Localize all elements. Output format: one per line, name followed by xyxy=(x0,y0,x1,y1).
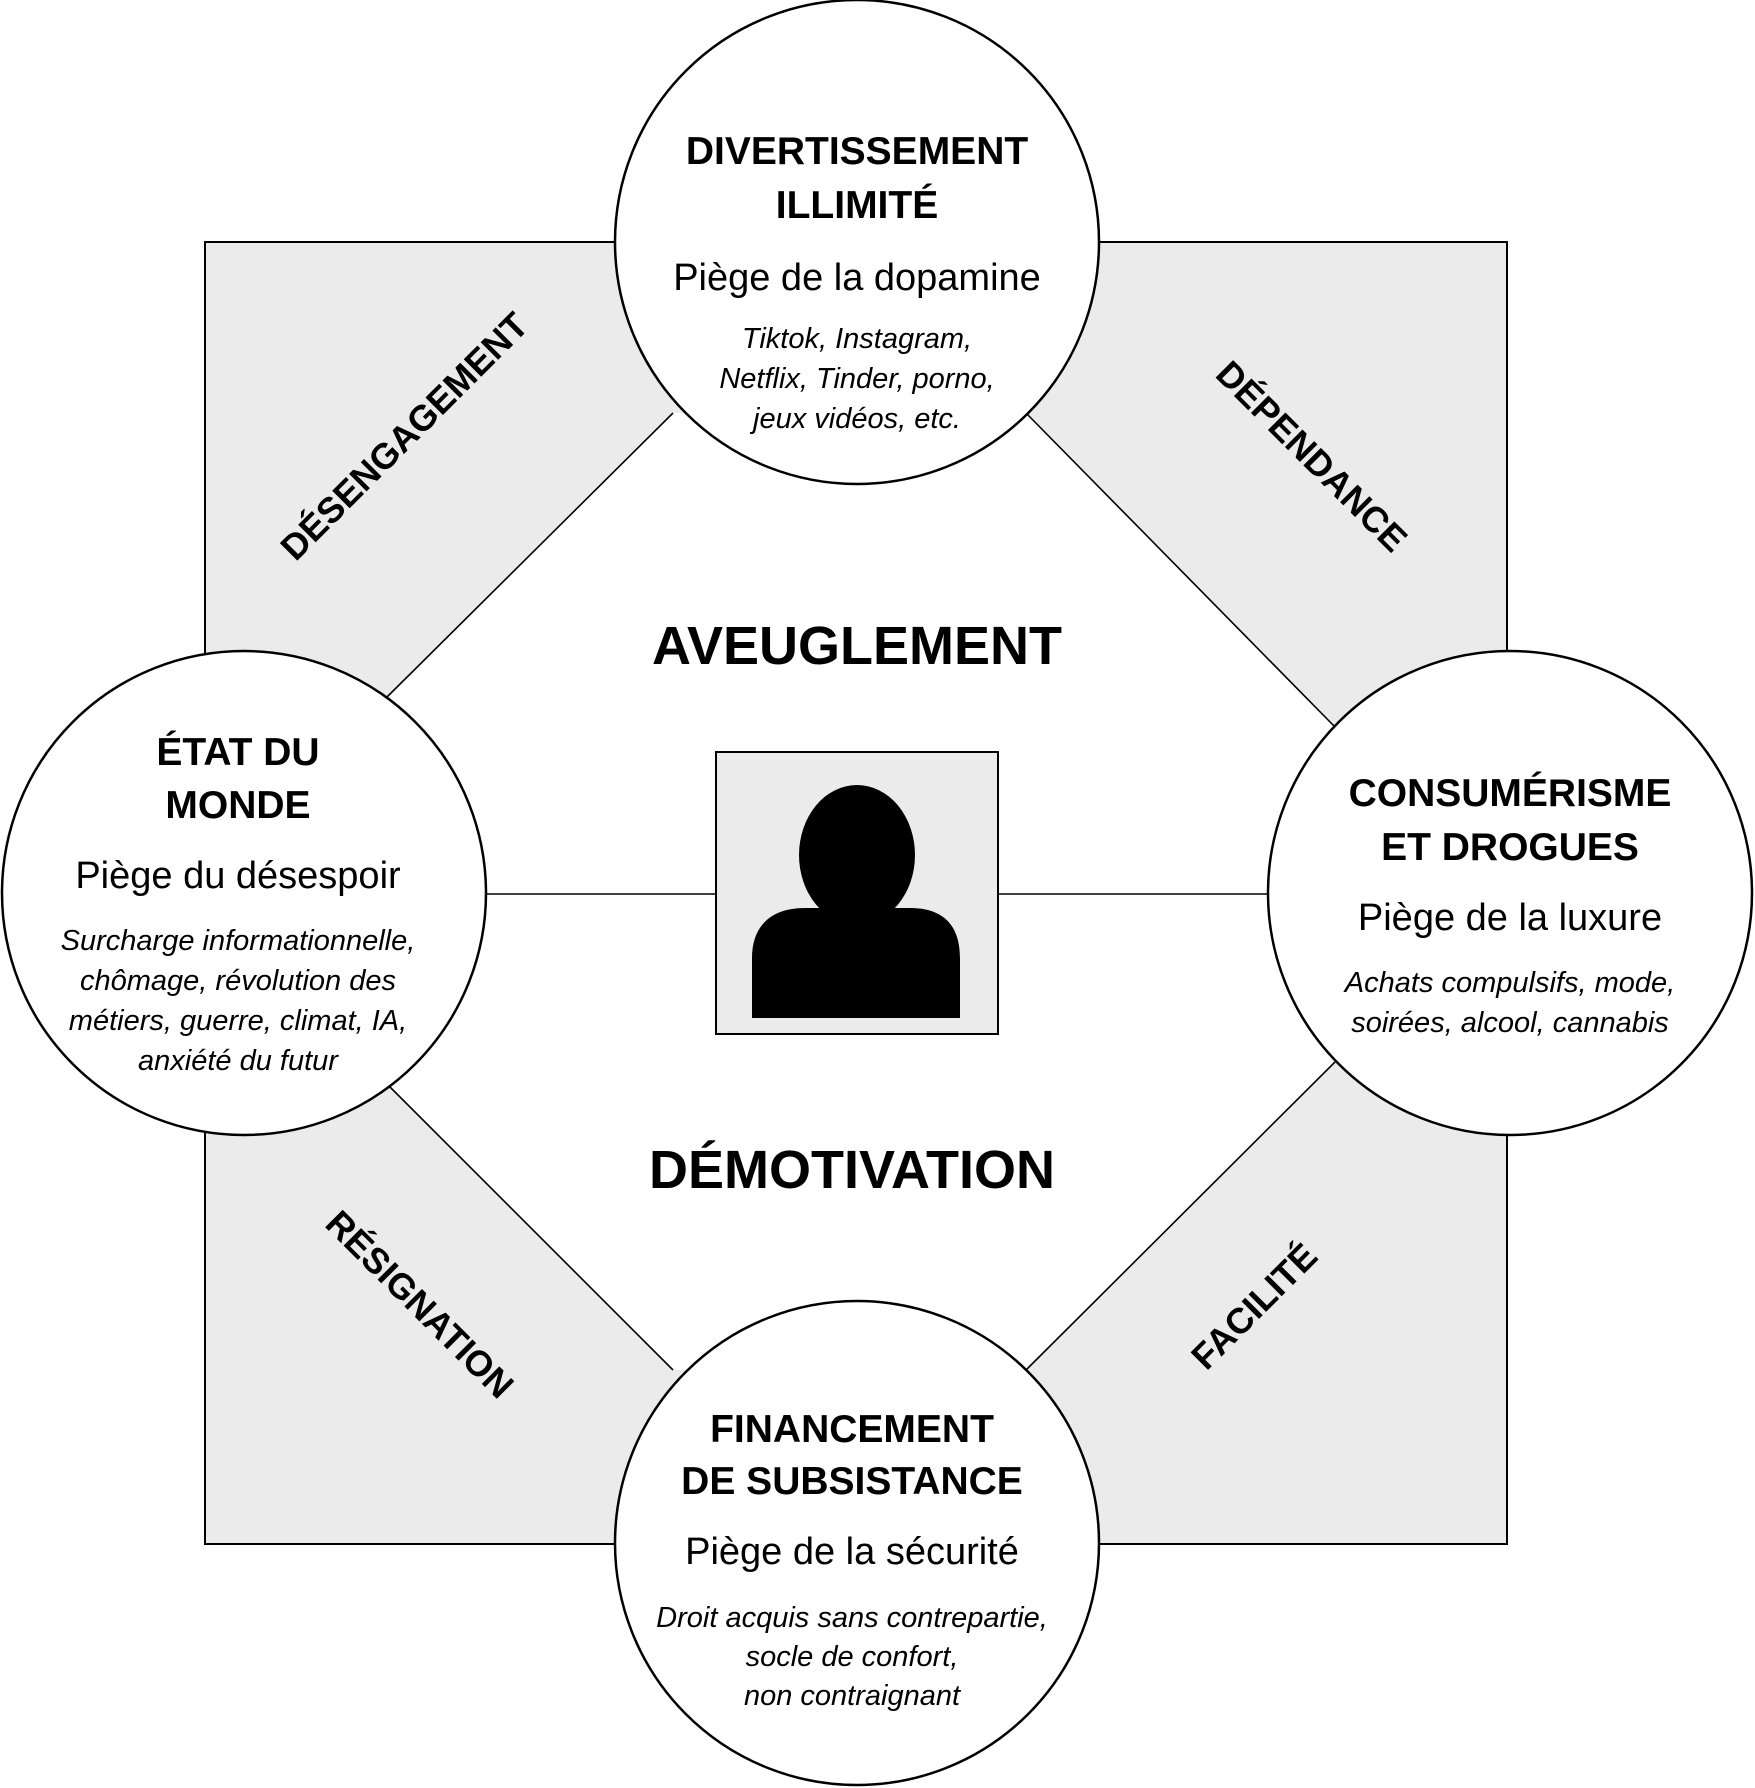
node-right-example-1: Achats compulsifs, mode, xyxy=(1343,967,1675,999)
edge-bottom-left xyxy=(386,1083,674,1371)
node-bottom-example-2: socle de confort, xyxy=(746,1641,959,1673)
node-right-title-1: CONSUMÉRISME xyxy=(1349,771,1672,815)
node-right-title-2: ET DROGUES xyxy=(1381,826,1639,869)
node-bottom-example-1: Droit acquis sans contrepartie, xyxy=(656,1602,1048,1634)
node-right: CONSUMÉRISME ET DROGUES Piège de la luxu… xyxy=(1266,649,1754,1137)
node-left-example-2: chômage, révolution des xyxy=(80,965,396,997)
center-label-upper: AVEUGLEMENT xyxy=(652,616,1062,676)
node-top-example-1: Tiktok, Instagram, xyxy=(742,323,972,355)
node-top-title-1: DIVERTISSEMENT xyxy=(686,130,1029,173)
node-right-example-2: soirées, alcool, cannabis xyxy=(1351,1007,1669,1039)
center-label-lower: DÉMOTIVATION xyxy=(649,1140,1055,1200)
node-top-example-2: Netflix, Tinder, porno, xyxy=(719,363,994,395)
node-left-title-2: MONDE xyxy=(165,784,310,827)
edge-top-left xyxy=(386,412,674,698)
node-top-example-3: jeux vidéos, etc. xyxy=(749,403,961,435)
node-bottom-title-1: FINANCEMENT xyxy=(710,1408,994,1451)
node-top-title-2: ILLIMITÉ xyxy=(776,183,938,227)
edge-top-right xyxy=(1025,412,1336,728)
node-left: ÉTAT DU MONDE Piège du désespoir Surchar… xyxy=(0,649,488,1137)
node-top: DIVERTISSEMENT ILLIMITÉ Piège de la dopa… xyxy=(613,0,1101,486)
node-bottom-example-3: non contraignant xyxy=(744,1680,962,1712)
node-left-example-3: métiers, guerre, climat, IA, xyxy=(69,1005,407,1037)
node-left-trap: Piège du désespoir xyxy=(75,855,401,897)
node-right-trap: Piège de la luxure xyxy=(1358,897,1662,939)
person-icon xyxy=(752,785,960,1018)
node-top-trap: Piège de la dopamine xyxy=(673,257,1041,299)
node-bottom-trap: Piège de la sécurité xyxy=(685,1531,1019,1573)
node-left-example-1: Surcharge informationnelle, xyxy=(61,925,416,957)
node-bottom-title-2: DE SUBSISTANCE xyxy=(681,1460,1023,1503)
edge-bottom-right xyxy=(1025,1061,1336,1371)
center-person-box xyxy=(715,751,999,1035)
node-bottom: FINANCEMENT DE SUBSISTANCE Piège de la s… xyxy=(613,1299,1101,1787)
node-left-title-1: ÉTAT DU xyxy=(156,730,319,774)
node-left-example-4: anxiété du futur xyxy=(138,1045,339,1077)
